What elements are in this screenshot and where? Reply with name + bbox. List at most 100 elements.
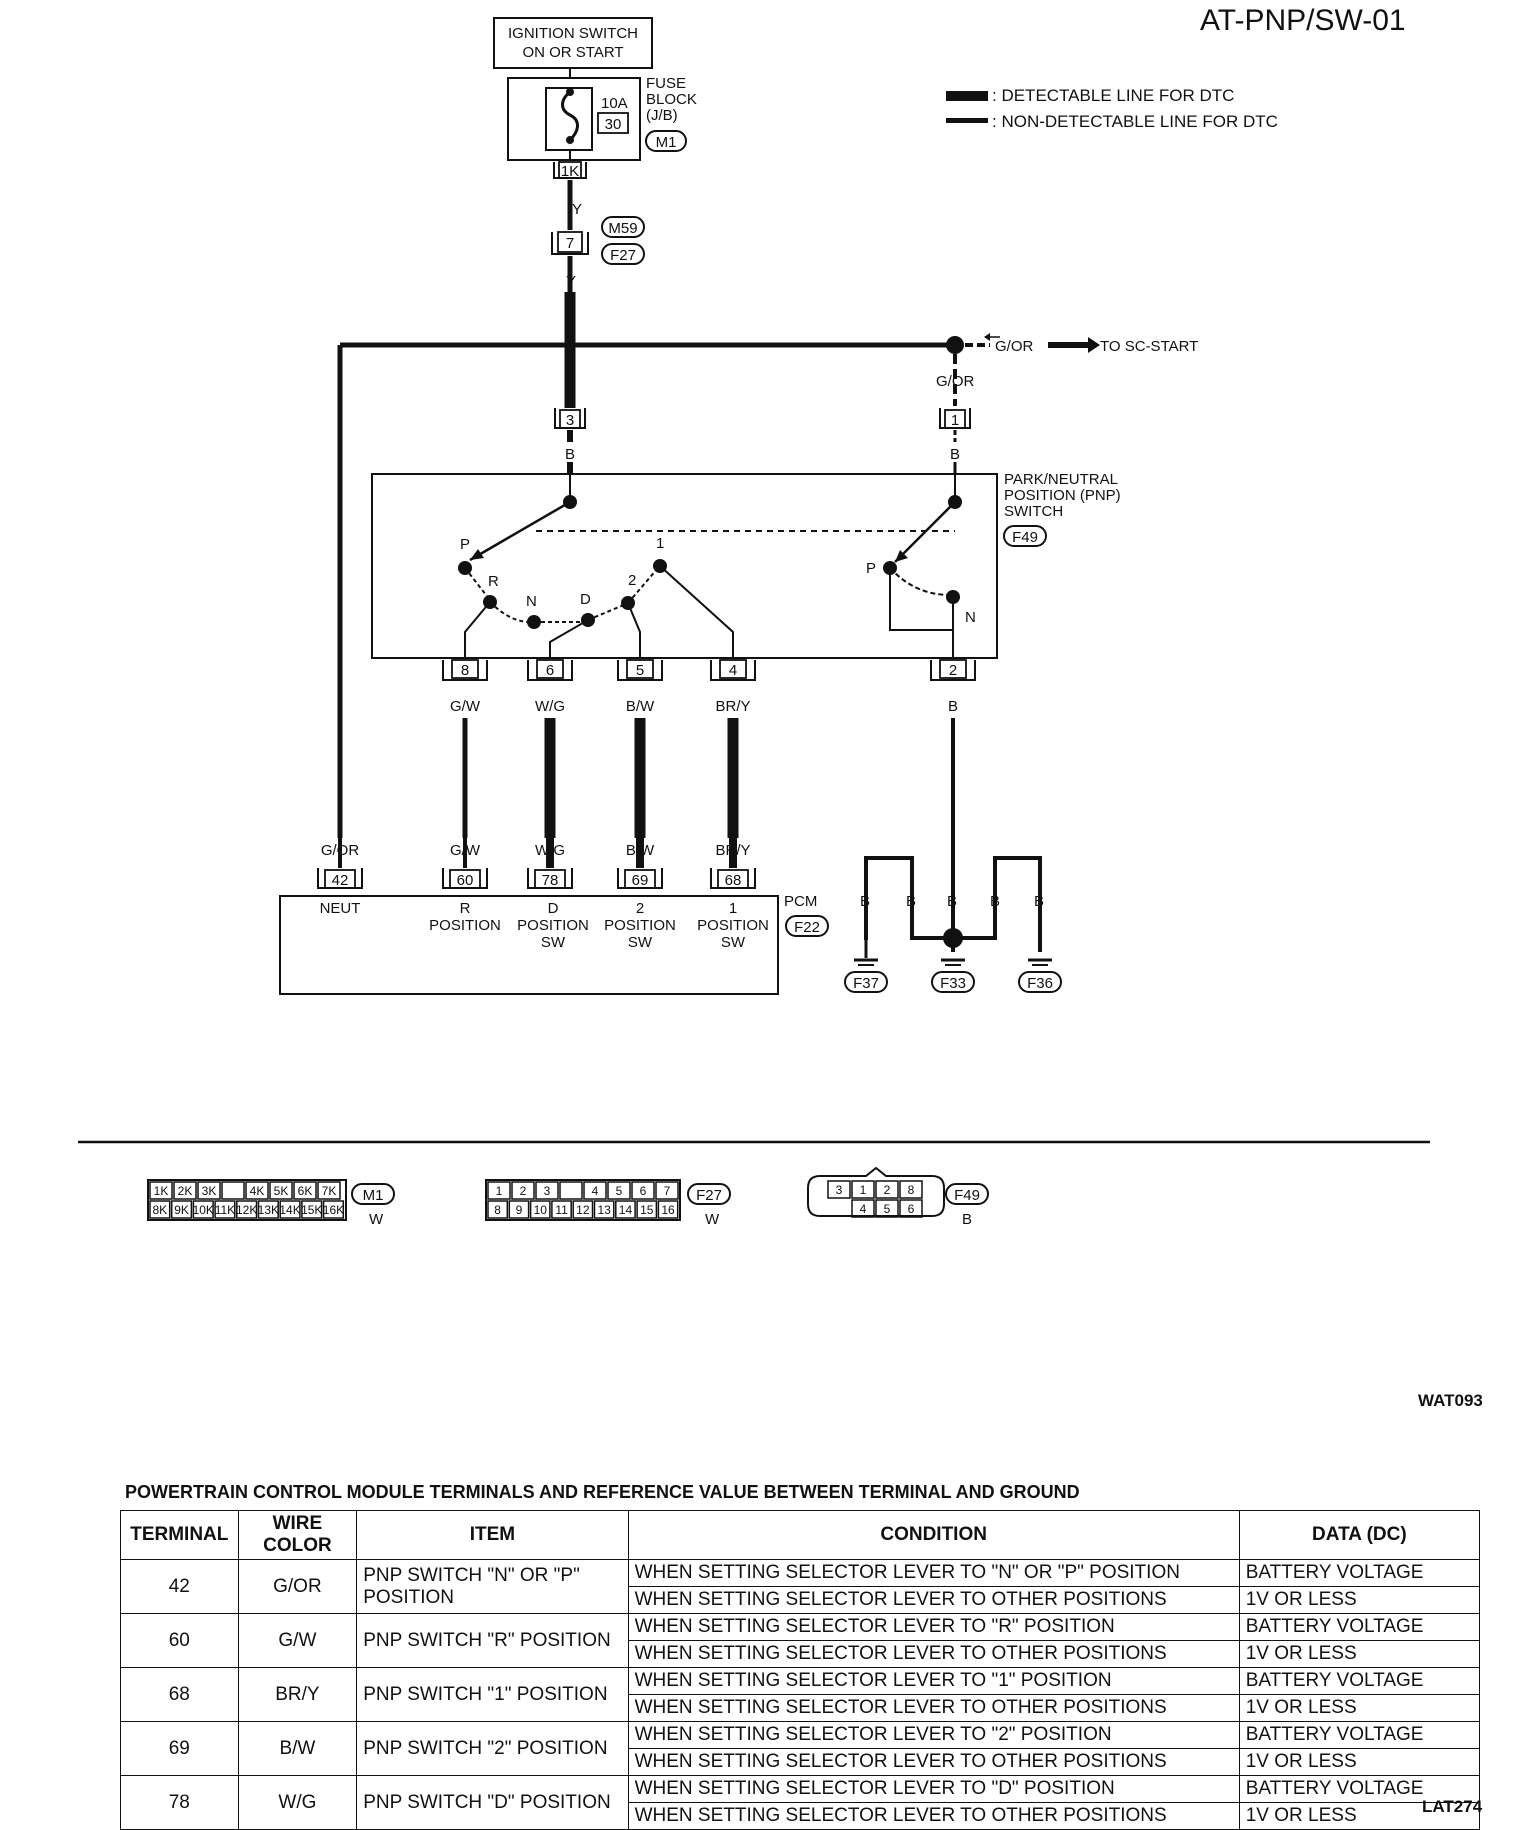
pcm-terminal-78: 78 (542, 872, 559, 889)
m1-cell (322, 1200, 345, 1219)
f49-cell (899, 1180, 923, 1199)
m1-pin-label: 8K (153, 1203, 168, 1217)
pnp-in-wire-1: B (950, 446, 960, 463)
cell-terminal: 78 (120, 1775, 239, 1830)
f27-cell (487, 1181, 511, 1200)
pcm-label-78-1: D (548, 900, 559, 917)
pcm-label-42-1: NEUT (320, 900, 361, 917)
ground-wire-2: B (906, 893, 916, 910)
m1-pin-label: 13K (258, 1203, 279, 1217)
f27-pin-label: 13 (597, 1203, 611, 1217)
cell-item: PNP SWITCH "R" POSITION (356, 1613, 629, 1668)
pcm-label-68-1: 1 (729, 900, 737, 917)
header-condition: CONDITION (627, 1510, 1240, 1560)
f49-cell (875, 1180, 899, 1199)
cell-data: BATTERY VOLTAGE (1238, 1559, 1481, 1587)
fuse-block-box (507, 77, 641, 161)
pnp-switch-box (371, 473, 998, 659)
cell-data: BATTERY VOLTAGE (1238, 1613, 1481, 1641)
m1-cell (317, 1181, 341, 1200)
m1-pin-label: 9K (174, 1203, 189, 1217)
page-code: AT-PNP/SW-01 (1200, 4, 1406, 37)
legend-non-detectable: : NON-DETECTABLE LINE FOR DTC (992, 112, 1278, 131)
fuse-icon (561, 90, 579, 142)
header-terminal: TERMINAL (120, 1510, 239, 1560)
ground-icon-f33 (941, 958, 965, 966)
cell-wire-color: G/W (237, 1613, 358, 1668)
ground-f36: F36 (1027, 975, 1053, 992)
fuse-block-line2: BLOCK (646, 91, 697, 108)
f27-pin-label: 16 (661, 1203, 675, 1217)
cell-condition: WHEN SETTING SELECTOR LEVER TO "1" POSIT… (627, 1667, 1240, 1695)
cell-data: 1V OR LESS (1238, 1586, 1481, 1614)
ground-wire-4: B (990, 893, 1000, 910)
ground-f37: F37 (853, 975, 879, 992)
m1-cell (269, 1181, 293, 1200)
wire-y-upper: Y (572, 201, 582, 218)
f49-color: B (962, 1211, 972, 1228)
sc-start-label: TO SC-START (1100, 338, 1198, 355)
pnp-out-terminal-6: 6 (546, 662, 554, 679)
f27-cell (529, 1200, 551, 1219)
f49-pin-label: 2 (884, 1183, 891, 1197)
cell-data: 1V OR LESS (1238, 1694, 1481, 1722)
f27-pin-label: 14 (619, 1203, 633, 1217)
m1-pin-label: 10K (193, 1203, 214, 1217)
m1-cell (257, 1200, 279, 1219)
pos-n: N (526, 593, 537, 610)
m1-cell (279, 1200, 301, 1219)
pnp-out-wire-8: G/W (450, 698, 481, 715)
cell-wire-color: W/G (237, 1775, 358, 1830)
f27-pin-label: 1 (496, 1184, 503, 1198)
m1-pin-label: 15K (301, 1203, 322, 1217)
pcm-label-60-2: POSITION (429, 917, 501, 934)
pnp-in-terminal-3: 3 (566, 412, 574, 429)
pcm-label-78-2: POSITION (517, 917, 589, 934)
f49-cell (899, 1199, 923, 1218)
cell-data: BATTERY VOLTAGE (1238, 1775, 1481, 1803)
m1-cell (170, 1200, 193, 1219)
table-row: WHEN SETTING SELECTOR LEVER TO OTHER POS… (121, 1586, 1481, 1614)
sc-start-wire: G/OR (995, 338, 1034, 355)
pnp-out-terminal-5: 5 (636, 662, 644, 679)
m1-cell (245, 1181, 269, 1200)
pcm-box (279, 895, 779, 995)
m1-pin-label: 2K (178, 1184, 193, 1198)
f27-cell (535, 1181, 559, 1200)
pnp-label-line1: PARK/NEUTRAL (1004, 471, 1118, 488)
f49-cell (827, 1180, 851, 1199)
f27-cell (551, 1200, 572, 1219)
m1-cell (236, 1200, 258, 1219)
m1-pin-label: 1K (154, 1184, 169, 1198)
ignition-line2: ON OR START (522, 44, 623, 61)
pos-p-right: P (866, 560, 876, 577)
fuse-amp: 10A (601, 95, 628, 112)
pnp-out-wire-2: B (948, 698, 958, 715)
f49-pin-label: 4 (860, 1202, 867, 1216)
f49-pin-label: 6 (908, 1202, 915, 1216)
f27-cell (631, 1181, 655, 1200)
ground-icon-f37 (854, 940, 878, 966)
ignition-line1: IGNITION SWITCH (508, 25, 638, 42)
cell-data: 1V OR LESS (1238, 1640, 1481, 1668)
m1-cell (173, 1181, 197, 1200)
pos-2: 2 (628, 572, 636, 589)
pnp-out-terminals: 8 6 5 4 2 (442, 659, 976, 681)
m1-cell (149, 1181, 173, 1200)
f49-pin-label: 3 (836, 1183, 843, 1197)
table-header-row: TERMINAL WIRE COLOR ITEM CONDITION DATA … (120, 1510, 1481, 1560)
f49-cell (851, 1180, 875, 1199)
f27-cell (583, 1181, 607, 1200)
pos-n-right: N (965, 609, 976, 626)
pnp-out-wire-4: BR/Y (715, 698, 750, 715)
pnp-out-terminal-4: 4 (729, 662, 737, 679)
cell-data: 1V OR LESS (1238, 1748, 1481, 1776)
ground-wire-3: B (947, 893, 957, 910)
cell-wire-color: BR/Y (237, 1667, 358, 1722)
cell-condition: WHEN SETTING SELECTOR LEVER TO "2" POSIT… (627, 1721, 1240, 1749)
f49-id: F49 (954, 1187, 980, 1204)
cell-condition: WHEN SETTING SELECTOR LEVER TO OTHER POS… (627, 1802, 1240, 1830)
